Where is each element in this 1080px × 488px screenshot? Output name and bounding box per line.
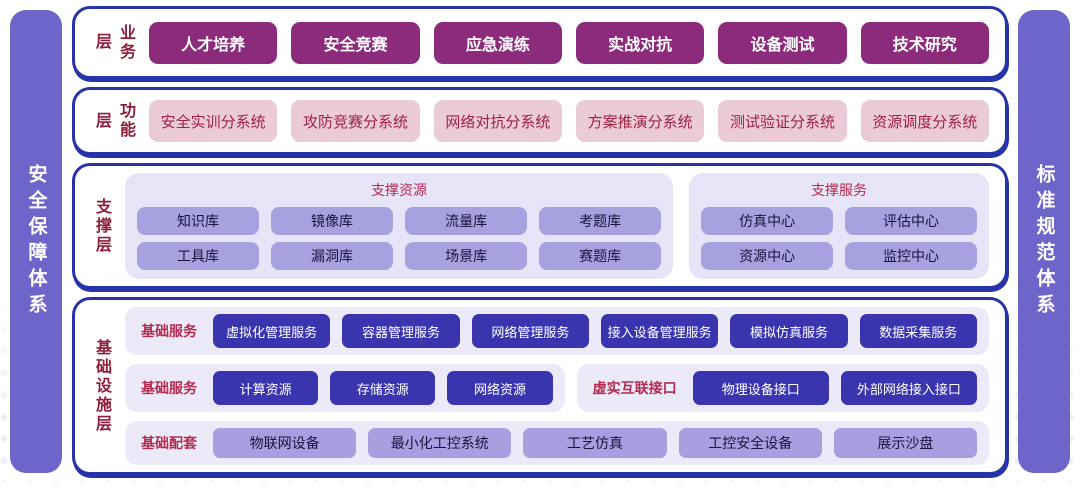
- support-groups: 支撑资源知识库镜像库流量库考题库工具库漏洞库场景库赛题库支撑服务仿真中心评估中心…: [125, 173, 989, 279]
- left-sidebar-label: 安全保障体系: [25, 163, 47, 320]
- support-item[interactable]: 知识库: [137, 207, 260, 235]
- infrastructure-item[interactable]: 模拟仿真服务: [730, 314, 848, 348]
- function-item[interactable]: 资源调度分系统: [860, 100, 989, 143]
- business-item[interactable]: 设备测试: [718, 21, 847, 64]
- infrastructure-row: 基础服务计算资源存储资源网络资源虚实互联接口物理设备接口外部网络接入接口: [125, 364, 989, 412]
- function-item[interactable]: 网络对抗分系统: [433, 100, 562, 143]
- layers-column: 业务层 人才培养安全竞赛应急演练实战对抗设备测试技术研究 功能层 安全实训分系统…: [72, 6, 1008, 475]
- infrastructure-item[interactable]: 物理设备接口: [692, 371, 829, 405]
- support-item[interactable]: 监控中心: [845, 242, 977, 270]
- support-group: 支撑资源知识库镜像库流量库考题库工具库漏洞库场景库赛题库: [125, 173, 674, 279]
- business-item[interactable]: 技术研究: [860, 21, 989, 64]
- support-item[interactable]: 考题库: [539, 207, 662, 235]
- infrastructure-item[interactable]: 最小化工控系统: [368, 428, 512, 458]
- layer-support-label: 支撑层: [93, 197, 110, 255]
- support-item[interactable]: 工具库: [137, 242, 260, 270]
- function-item[interactable]: 安全实训分系统: [149, 100, 278, 143]
- layer-function-label: 功能层: [93, 102, 134, 141]
- function-items: 安全实训分系统攻防竞赛分系统网络对抗分系统方案推演分系统测试验证分系统资源调度分…: [149, 100, 989, 143]
- business-item[interactable]: 应急演练: [433, 21, 562, 64]
- function-item[interactable]: 测试验证分系统: [718, 100, 847, 143]
- support-group-title: 支撑资源: [371, 182, 428, 198]
- left-sidebar-security-assurance: 安全保障体系: [10, 10, 62, 473]
- support-item[interactable]: 仿真中心: [701, 207, 834, 235]
- layer-infrastructure: 基础设施层 基础服务虚拟化管理服务容器管理服务网络管理服务接入设备管理服务模拟仿…: [72, 297, 1008, 475]
- infrastructure-row: 基础服务虚拟化管理服务容器管理服务网络管理服务接入设备管理服务模拟仿真服务数据采…: [125, 307, 989, 355]
- infrastructure-item[interactable]: 容器管理服务: [342, 314, 460, 348]
- right-sidebar-label: 标准规范体系: [1033, 163, 1055, 320]
- support-item[interactable]: 评估中心: [845, 207, 977, 235]
- infrastructure-item[interactable]: 虚拟化管理服务: [213, 314, 331, 348]
- support-group-title: 支撑服务: [811, 182, 868, 198]
- function-item[interactable]: 方案推演分系统: [575, 100, 705, 143]
- infrastructure-rows: 基础服务虚拟化管理服务容器管理服务网络管理服务接入设备管理服务模拟仿真服务数据采…: [125, 307, 989, 465]
- infrastructure-item[interactable]: 计算资源: [213, 371, 319, 405]
- support-item[interactable]: 场景库: [405, 242, 528, 270]
- support-group-row: 仿真中心评估中心: [701, 207, 977, 235]
- business-item[interactable]: 人才培养: [149, 21, 278, 64]
- support-item[interactable]: 漏洞库: [271, 242, 394, 270]
- infrastructure-item[interactable]: 网络资源: [447, 371, 553, 405]
- infrastructure-item[interactable]: 工控安全设备: [678, 428, 822, 458]
- support-item[interactable]: 流量库: [405, 207, 528, 235]
- right-sidebar-standards: 标准规范体系: [1018, 10, 1070, 473]
- infrastructure-group: 虚实互联接口物理设备接口外部网络接入接口: [576, 364, 989, 412]
- infrastructure-group-label: 基础配套: [141, 435, 197, 451]
- support-group: 支撑服务仿真中心评估中心资源中心监控中心: [689, 173, 989, 279]
- business-item[interactable]: 安全竞赛: [291, 21, 420, 64]
- layer-infrastructure-label: 基础设施层: [93, 338, 110, 434]
- infrastructure-group-label: 虚实互联接口: [592, 380, 677, 396]
- function-item[interactable]: 攻防竞赛分系统: [291, 100, 420, 143]
- infrastructure-item[interactable]: 网络管理服务: [471, 314, 589, 348]
- support-item[interactable]: 资源中心: [701, 242, 834, 270]
- infrastructure-item[interactable]: 存储资源: [330, 371, 436, 405]
- infrastructure-item[interactable]: 展示沙盘: [833, 428, 978, 458]
- infrastructure-item[interactable]: 物联网设备: [213, 428, 357, 458]
- infrastructure-item[interactable]: 工艺仿真: [523, 428, 667, 458]
- support-group-row: 资源中心监控中心: [701, 242, 977, 270]
- layer-business: 业务层 人才培养安全竞赛应急演练实战对抗设备测试技术研究: [72, 6, 1008, 80]
- infrastructure-row: 基础配套物联网设备最小化工控系统工艺仿真工控安全设备展示沙盘: [125, 421, 989, 465]
- infrastructure-group: 基础服务计算资源存储资源网络资源: [125, 364, 565, 412]
- infrastructure-item[interactable]: 接入设备管理服务: [600, 314, 719, 348]
- layer-business-label: 业务层: [93, 23, 134, 62]
- support-item[interactable]: 镜像库: [271, 207, 394, 235]
- layer-support: 支撑层 支撑资源知识库镜像库流量库考题库工具库漏洞库场景库赛题库支撑服务仿真中心…: [72, 163, 1008, 289]
- infrastructure-group-label: 基础服务: [141, 323, 197, 339]
- support-group-row: 工具库漏洞库场景库赛题库: [137, 242, 662, 270]
- infrastructure-item[interactable]: 数据采集服务: [859, 314, 977, 348]
- business-item[interactable]: 实战对抗: [575, 21, 705, 64]
- support-group-row: 知识库镜像库流量库考题库: [137, 207, 662, 235]
- infrastructure-group: 基础配套物联网设备最小化工控系统工艺仿真工控安全设备展示沙盘: [125, 421, 989, 465]
- layer-function: 功能层 安全实训分系统攻防竞赛分系统网络对抗分系统方案推演分系统测试验证分系统资…: [72, 87, 1008, 155]
- infrastructure-group: 基础服务虚拟化管理服务容器管理服务网络管理服务接入设备管理服务模拟仿真服务数据采…: [125, 307, 989, 355]
- infrastructure-item[interactable]: 外部网络接入接口: [840, 371, 977, 405]
- support-item[interactable]: 赛题库: [539, 242, 662, 270]
- business-items: 人才培养安全竞赛应急演练实战对抗设备测试技术研究: [149, 21, 989, 64]
- infrastructure-group-label: 基础服务: [141, 380, 197, 396]
